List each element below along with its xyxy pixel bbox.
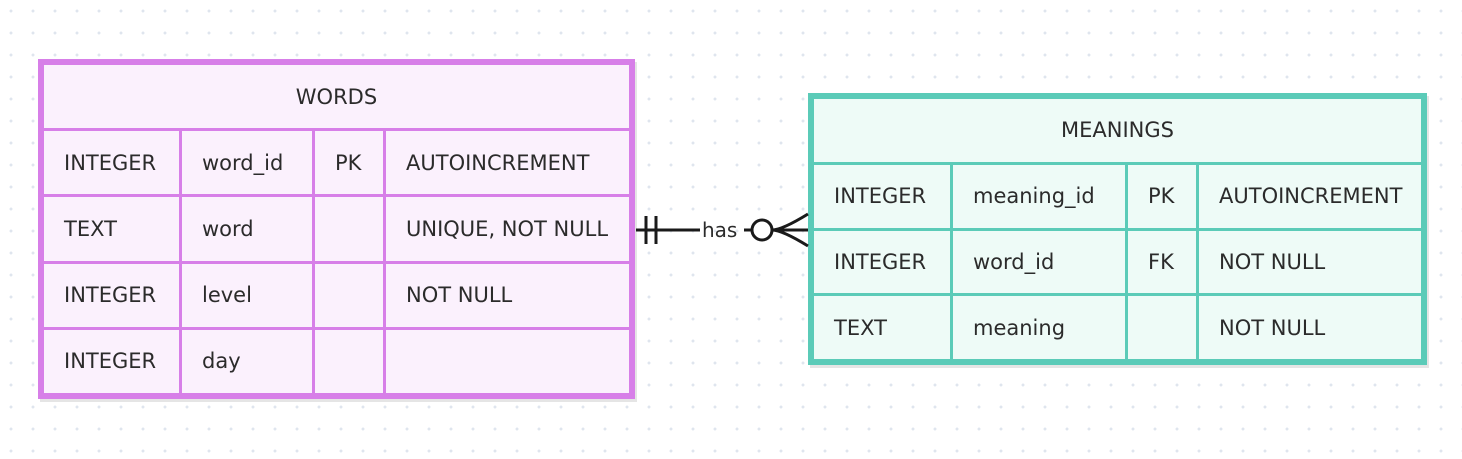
attribute-row: INTEGER meaning_id PK AUTOINCREMENT: [811, 161, 1424, 231]
attribute-name: meaning_id: [950, 161, 1128, 231]
attribute-type: TEXT: [811, 293, 953, 362]
entity-header: WORDS: [41, 61, 632, 132]
attribute-name: word_id: [179, 128, 315, 198]
attribute-row: INTEGER word_id FK NOT NULL: [811, 227, 1424, 297]
attribute-type: INTEGER: [41, 128, 182, 198]
attribute-name: word_id: [950, 227, 1128, 297]
entity-meanings[interactable]: MEANINGS INTEGER meaning_id PK AUTOINCRE…: [808, 93, 1427, 365]
entity-title: MEANINGS: [811, 96, 1424, 165]
entity-words[interactable]: WORDS INTEGER word_id PK AUTOINCREMENT T…: [38, 59, 635, 399]
attribute-key: PK: [312, 128, 386, 198]
entity-title: WORDS: [41, 61, 632, 132]
attribute-comment: UNIQUE, NOT NULL: [383, 194, 632, 264]
attribute-row: INTEGER word_id PK AUTOINCREMENT: [41, 128, 632, 198]
attribute-row: TEXT word UNIQUE, NOT NULL: [41, 194, 632, 264]
attribute-comment: NOT NULL: [1196, 293, 1424, 362]
attribute-row: TEXT meaning NOT NULL: [811, 293, 1424, 362]
entity-header: MEANINGS: [811, 96, 1424, 165]
meanings-table: MEANINGS INTEGER meaning_id PK AUTOINCRE…: [811, 96, 1424, 362]
relationship-connector[interactable]: has: [632, 208, 814, 252]
relationship-label: has: [702, 218, 737, 242]
attribute-key: PK: [1125, 161, 1199, 231]
attribute-key: FK: [1125, 227, 1199, 297]
attribute-key: [1125, 293, 1199, 362]
attribute-row: INTEGER level NOT NULL: [41, 260, 632, 330]
attribute-comment: AUTOINCREMENT: [1196, 161, 1424, 231]
attribute-comment: AUTOINCREMENT: [383, 128, 632, 198]
attribute-name: word: [179, 194, 315, 264]
attribute-name: day: [179, 326, 315, 397]
attribute-name: level: [179, 260, 315, 330]
attribute-row: INTEGER day: [41, 326, 632, 397]
attribute-name: meaning: [950, 293, 1128, 362]
attribute-comment: NOT NULL: [1196, 227, 1424, 297]
attribute-type: INTEGER: [811, 161, 953, 231]
attribute-key: [312, 260, 386, 330]
attribute-type: TEXT: [41, 194, 182, 264]
attribute-type: INTEGER: [41, 260, 182, 330]
attribute-key: [312, 326, 386, 397]
attribute-type: INTEGER: [41, 326, 182, 397]
cardinality-zero-circle: [750, 218, 774, 242]
attribute-comment: [383, 326, 632, 397]
attribute-comment: NOT NULL: [383, 260, 632, 330]
words-table: WORDS INTEGER word_id PK AUTOINCREMENT T…: [41, 61, 632, 397]
attribute-type: INTEGER: [811, 227, 953, 297]
attribute-key: [312, 194, 386, 264]
